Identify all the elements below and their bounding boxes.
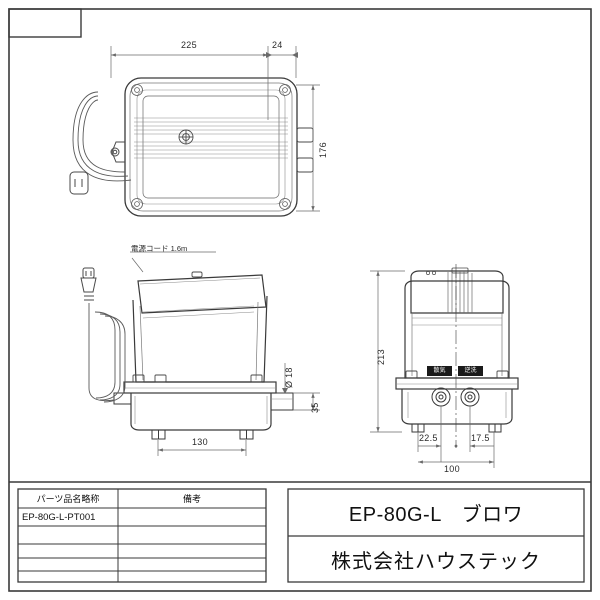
dim-side-height: 213 [376,349,386,365]
dim-port-height: 35 [310,402,320,413]
dim-top-height: 176 [318,142,328,158]
parts-table-header-remarks: 備考 [182,494,201,504]
title-product-name: EP-80G-L ブロワ [348,504,524,526]
parts-table-row-1-name [18,526,122,544]
parts-table-row-4-remarks [118,571,270,582]
dim-left-offset: 22.5 [419,433,438,443]
badge-aeration: 散気 [427,366,452,376]
dim-top-port-width: 24 [272,40,283,50]
parts-table-row-2-name [18,544,122,558]
title-block-frame [9,481,591,583]
parts-table-row-3-remarks [118,558,270,571]
note-power-cord: 電源コード 1.6m [131,244,188,253]
side-view-drawing [395,264,519,448]
parts-table-row-1-remarks [118,526,270,544]
parts-table-row-0-remarks [118,508,270,526]
dim-right-offset: 17.5 [471,433,490,443]
side-view-dimensions [370,270,495,468]
parts-table-row-4-name [18,571,122,582]
parts-table-header-name: パーツ品名略称 [36,494,100,504]
sheet-border [8,8,592,592]
title-company-name: 株式会社ハウステック [331,550,541,573]
top-view-dimensions [110,46,320,212]
front-view-drawing [80,267,294,440]
dim-port-diameter: Ø 18 [284,367,294,388]
front-view-dimensions [130,251,320,456]
parts-table-row-0-name: EP-80G-L-PT001 [22,511,96,523]
badge-backwash: 逆洗 [458,366,483,376]
parts-table-row-2-remarks [118,544,270,558]
dim-top-width-total: 225 [181,40,197,50]
dim-foot-span: 130 [192,437,208,447]
top-view-drawing [69,77,314,217]
parts-table-row-3-name [18,558,122,571]
dim-base-width: 100 [444,464,460,474]
